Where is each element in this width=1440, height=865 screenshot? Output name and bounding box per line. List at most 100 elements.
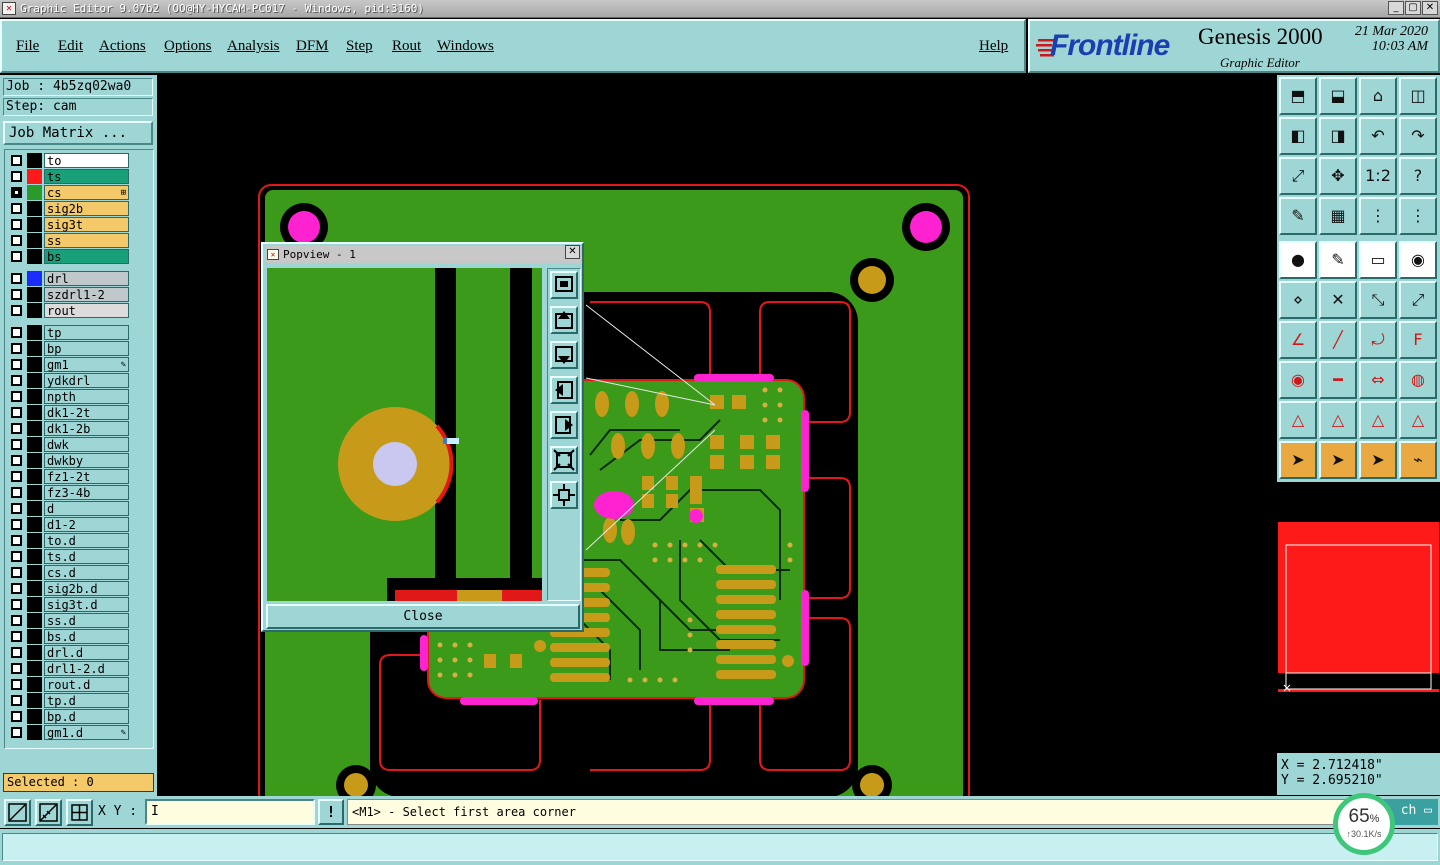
home-view-button[interactable]: ⌂ [1359, 77, 1397, 115]
layer-color-swatch[interactable] [27, 597, 42, 612]
pointer-select-button[interactable]: ➤ [1319, 441, 1357, 479]
layer-name[interactable]: bs.d [44, 629, 129, 644]
layer-row-bs.d[interactable]: bs.d [9, 629, 129, 644]
pan-right-button[interactable]: ◨ [1319, 117, 1357, 155]
layer-name[interactable]: drl1-2.d [44, 661, 129, 676]
layer-color-swatch[interactable] [27, 501, 42, 516]
popview-pan-down-button[interactable] [550, 341, 578, 369]
zoom-fit-button[interactable]: ⤢ [1279, 157, 1317, 195]
zoom-home-button[interactable]: ⬒ [1279, 77, 1317, 115]
layer-name[interactable]: sig2b.d [44, 581, 129, 596]
layer-name[interactable]: d1-2 [44, 517, 129, 532]
layer-row-drl1-2.d[interactable]: drl1-2.d [9, 661, 129, 676]
move-button[interactable]: ⤡ [1359, 281, 1397, 319]
layer-color-swatch[interactable] [27, 217, 42, 232]
layer-checkbox[interactable] [11, 535, 22, 546]
triangle-b-button[interactable]: △ [1319, 401, 1357, 439]
trace-cut-button[interactable]: ━ [1319, 361, 1357, 399]
layer-name[interactable]: cs.d [44, 565, 129, 580]
layer-checkbox[interactable] [11, 343, 22, 354]
pad-select-button[interactable]: ◉ [1279, 361, 1317, 399]
layer-checkbox[interactable] [11, 359, 22, 370]
layer-checkbox[interactable] [11, 327, 22, 338]
layer-color-swatch[interactable] [27, 389, 42, 404]
layer-name[interactable]: ydkdrl [44, 373, 129, 388]
route-button[interactable]: ⌁ [1399, 441, 1437, 479]
layer-checkbox[interactable] [11, 631, 22, 642]
layer-color-swatch[interactable] [27, 405, 42, 420]
layer-checkbox[interactable] [11, 695, 22, 706]
layer-color-swatch[interactable] [27, 437, 42, 452]
layer-color-swatch[interactable] [27, 629, 42, 644]
menu-analysis[interactable]: Analysis [227, 38, 280, 54]
layer-row-npth[interactable]: npth [9, 389, 129, 404]
features-filter-button[interactable]: ✎ [1279, 197, 1317, 235]
layer-checkbox[interactable] [11, 471, 22, 482]
layer-checkbox[interactable] [11, 273, 22, 284]
triangle-d-button[interactable]: △ [1399, 401, 1437, 439]
layer-color-swatch[interactable] [27, 357, 42, 372]
layer-checkbox[interactable] [11, 375, 22, 386]
layer-name[interactable]: ss.d [44, 613, 129, 628]
menu-help[interactable]: Help [979, 38, 1009, 54]
layer-checkbox[interactable] [11, 679, 22, 690]
layer-checkbox[interactable] [11, 615, 22, 626]
layer-checkbox[interactable] [11, 647, 22, 658]
popview-viewport[interactable] [267, 268, 542, 601]
menu-dfm[interactable]: DFM [296, 38, 329, 54]
popview-zoom-out-button[interactable] [550, 481, 578, 509]
layer-name[interactable]: ts [44, 169, 129, 184]
layer-color-swatch[interactable] [27, 645, 42, 660]
layer-checkbox[interactable] [11, 407, 22, 418]
layer-checkbox[interactable] [11, 391, 22, 402]
layer-checkbox[interactable] [11, 487, 22, 498]
layer-row-fz1-2t[interactable]: fz1-2t [9, 469, 129, 484]
layer-row-bp[interactable]: bp [9, 341, 129, 356]
layer-color-swatch[interactable] [27, 517, 42, 532]
layer-checkbox[interactable] [11, 305, 22, 316]
layer-color-swatch[interactable] [27, 421, 42, 436]
layer-row-ydkdrl[interactable]: ydkdrl [9, 373, 129, 388]
layer-name[interactable]: dk1-2b [44, 421, 129, 436]
layer-checkbox[interactable] [11, 663, 22, 674]
layer-color-swatch[interactable] [27, 453, 42, 468]
snap-toggle-button[interactable]: ⋮ [1359, 197, 1397, 235]
pad-display-button[interactable]: ◉ [1399, 241, 1437, 279]
arc-draw-button[interactable]: ⤾ [1359, 321, 1397, 359]
netlist-toggle-button[interactable]: ⋮ [1399, 197, 1437, 235]
layer-name[interactable]: rout [44, 303, 129, 318]
layer-color-swatch[interactable] [27, 661, 42, 676]
menu-step[interactable]: Step [346, 38, 373, 54]
layer-color-swatch[interactable] [27, 533, 42, 548]
layer-row-gm1[interactable]: gm1✎ [9, 357, 129, 372]
layer-row-rout.d[interactable]: rout.d [9, 677, 129, 692]
layer-name[interactable]: to.d [44, 533, 129, 548]
layer-color-swatch[interactable] [27, 693, 42, 708]
maximize-button[interactable]: ▢ [1405, 1, 1421, 15]
delete-button[interactable]: ✕ [1319, 281, 1357, 319]
layer-color-swatch[interactable] [27, 249, 42, 264]
layer-name[interactable]: d [44, 501, 129, 516]
popview-pan-left-button[interactable] [550, 376, 578, 404]
layer-row-drl.d[interactable]: drl.d [9, 645, 129, 660]
zoom-previous-button[interactable]: ⬓ [1319, 77, 1357, 115]
layer-row-sig2b[interactable]: sig2b [9, 201, 129, 216]
layer-row-cs.d[interactable]: cs.d [9, 565, 129, 580]
layer-row-sig2b.d[interactable]: sig2b.d [9, 581, 129, 596]
layer-row-rout[interactable]: rout [9, 303, 129, 318]
layer-checkbox[interactable] [11, 583, 22, 594]
close-button[interactable]: ✕ [1422, 1, 1438, 15]
zoom-center-button[interactable]: ✥ [1319, 157, 1357, 195]
layer-checkbox[interactable] [11, 519, 22, 530]
layer-name[interactable]: szdrl1-2 [44, 287, 129, 302]
layer-color-swatch[interactable] [27, 287, 42, 302]
layer-color-swatch[interactable] [27, 303, 42, 318]
layer-row-cs[interactable]: cs⊞ [9, 185, 129, 200]
layer-row-to[interactable]: to [9, 153, 129, 168]
layer-checkbox[interactable] [11, 439, 22, 450]
layer-row-drl[interactable]: drl [9, 271, 129, 286]
layer-name[interactable]: tp.d [44, 693, 129, 708]
layer-name[interactable]: sig2b [44, 201, 129, 216]
layer-color-swatch[interactable] [27, 581, 42, 596]
layer-row-gm1.d[interactable]: gm1.d✎ [9, 725, 129, 740]
